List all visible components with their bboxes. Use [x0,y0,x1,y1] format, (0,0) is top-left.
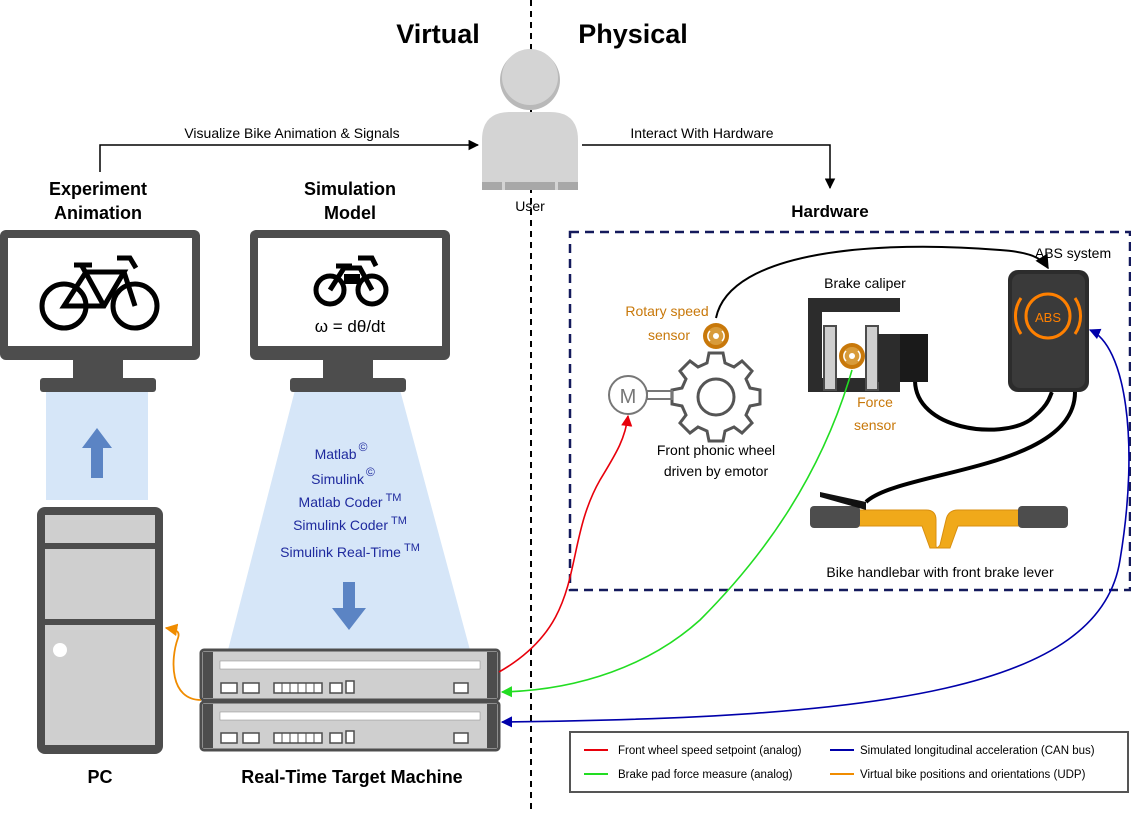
bicycle-icon [39,255,160,331]
rotary-speed-sensor-icon [703,323,729,349]
section-physical-label: Physical [578,19,688,49]
upload-arrow-icon [82,428,112,478]
user-icon [482,49,578,190]
software-item-simulink: Simulink© [311,465,375,487]
simulation-formula: ω = dθ/dt [315,317,386,336]
legend-item-brake-force: Brake pad force measure (analog) [618,769,793,781]
section-virtual-label: Virtual [396,19,480,49]
simulation-beam [228,390,470,650]
pc-label: PC [87,767,112,787]
phonic-wheel-label-line2: driven by emotor [664,463,769,479]
software-item-matlab: Matlab© [315,440,368,462]
visualize-arrow [99,139,480,172]
simulation-monitor [250,230,450,392]
brake-caliper-label: Brake caliper [824,275,906,291]
legend: Front wheel speed setpoint (analog) Simu… [569,731,1129,793]
handlebar-label: Bike handlebar with front brake lever [826,564,1054,580]
signal-blue-can-bus [500,328,1130,728]
signal-orange-udp [164,623,202,701]
visualize-arrow-label: Visualize Bike Animation & Signals [184,125,399,141]
sensor-cable [715,245,1049,319]
hardware-title: Hardware [791,202,868,221]
simulation-monitor-title-line1: Simulation [304,179,396,199]
abs-system-label: ABS system [1035,245,1111,261]
target-machine-label: Real-Time Target Machine [241,767,462,787]
deploy-arrow-icon [332,582,366,630]
user-label: User [515,198,545,214]
animation-monitor-title-line2: Animation [54,203,142,223]
legend-item-speed-setpoint: Front wheel speed setpoint (analog) [618,745,802,757]
motorbike-icon [313,255,389,307]
abs-badge-text: ABS [1035,310,1061,325]
handlebar-icon [810,492,1068,549]
animation-monitor-title-line1: Experiment [49,179,147,199]
phonic-wheel-label-line1: Front phonic wheel [657,442,775,458]
force-sensor-icon [839,343,865,369]
rotary-sensor-label-line1: Rotary speed [625,303,708,319]
brake-caliper-icon [808,298,928,392]
emotor-icon [608,375,673,415]
force-sensor-label-line1: Force [857,394,893,410]
simulation-monitor-title-line2: Model [324,203,376,223]
pc-tower-icon [37,507,163,754]
force-sensor-label-line2: sensor [854,417,896,433]
emotor-badge: M [620,386,637,408]
interact-arrow [582,144,836,190]
signal-red-speed-setpoint [498,414,633,673]
target-machine-icon [199,648,501,752]
interact-arrow-label: Interact With Hardware [630,125,773,141]
animation-monitor [0,230,200,392]
signal-green-brake-force [500,369,853,698]
legend-item-can-bus: Simulated longitudinal acceleration (CAN… [860,745,1095,757]
rotary-sensor-label-line2: sensor [648,327,690,343]
phonic-wheel-gear-icon [670,351,762,443]
legend-item-udp: Virtual bike positions and orientations … [860,769,1086,781]
